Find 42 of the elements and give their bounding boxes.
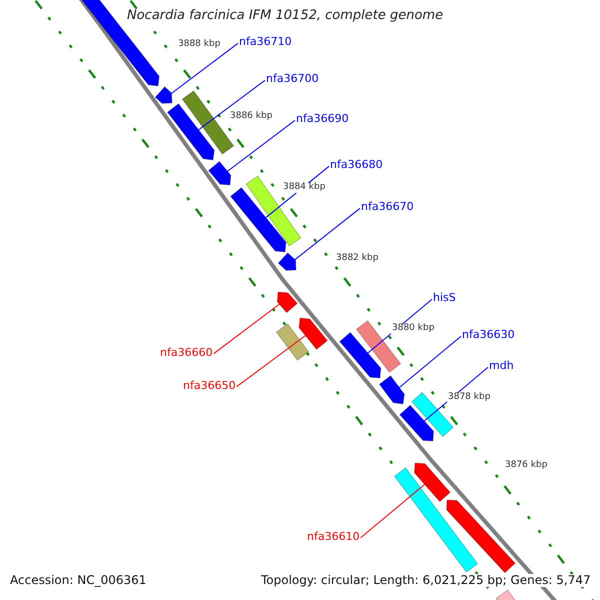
- gene-label: nfa36630: [462, 329, 515, 342]
- gene-feature: [278, 252, 296, 271]
- gene-feature: [276, 323, 310, 361]
- title: Nocardia farcinica IFM 10152, complete genome: [126, 9, 444, 24]
- scale-label: 3888 kbp: [177, 40, 222, 50]
- scale-label: 3880 kbp: [391, 324, 436, 334]
- gene-label: nfa36680: [330, 159, 383, 172]
- gene-label: nfa36710: [239, 36, 292, 48]
- gene-label: mdh: [489, 360, 514, 372]
- leader-line: [226, 120, 296, 172]
- gene-feature: [414, 462, 451, 502]
- gene-feature: [394, 467, 478, 573]
- leader-line: [360, 484, 426, 538]
- leader-line: [398, 336, 462, 388]
- accession-text: Accession: NC_006361: [9, 574, 148, 588]
- leader-line: [236, 334, 306, 388]
- gene-label: nfa36610: [307, 531, 360, 544]
- gene-feature: [208, 160, 232, 186]
- scale-label: 3876 kbp: [504, 461, 548, 471]
- leader-line: [198, 80, 266, 130]
- gene-label: hisS: [433, 292, 456, 304]
- gene-feature: [339, 332, 382, 378]
- gene-feature: [166, 103, 215, 160]
- gene-feature: [298, 318, 328, 350]
- scale-label: 3884 kbp: [282, 183, 326, 193]
- gene-label: nfa36670: [361, 201, 414, 214]
- gene-label: nfa36700: [266, 73, 319, 86]
- leader-line: [213, 304, 280, 354]
- gene-label: nfa36690: [296, 113, 349, 126]
- gene-label: nfa36650: [183, 380, 236, 392]
- gene-label: nfa36660: [160, 347, 213, 360]
- scale-label: 3882 kbp: [335, 254, 380, 264]
- gene-feature: [399, 404, 434, 442]
- leader-line: [170, 42, 238, 94]
- gene-feature: [154, 86, 172, 104]
- gene-feature: [378, 375, 405, 404]
- gene-feature: [276, 292, 298, 314]
- scale-label: 3886 kbp: [229, 112, 274, 122]
- genome-info-text: Topology: circular; Length: 6,021,225 bp; Genes: 5,747: [260, 574, 592, 588]
- leader-line: [294, 208, 360, 260]
- gene-feature: [446, 500, 516, 574]
- scale-label: 3878 kbp: [447, 393, 492, 403]
